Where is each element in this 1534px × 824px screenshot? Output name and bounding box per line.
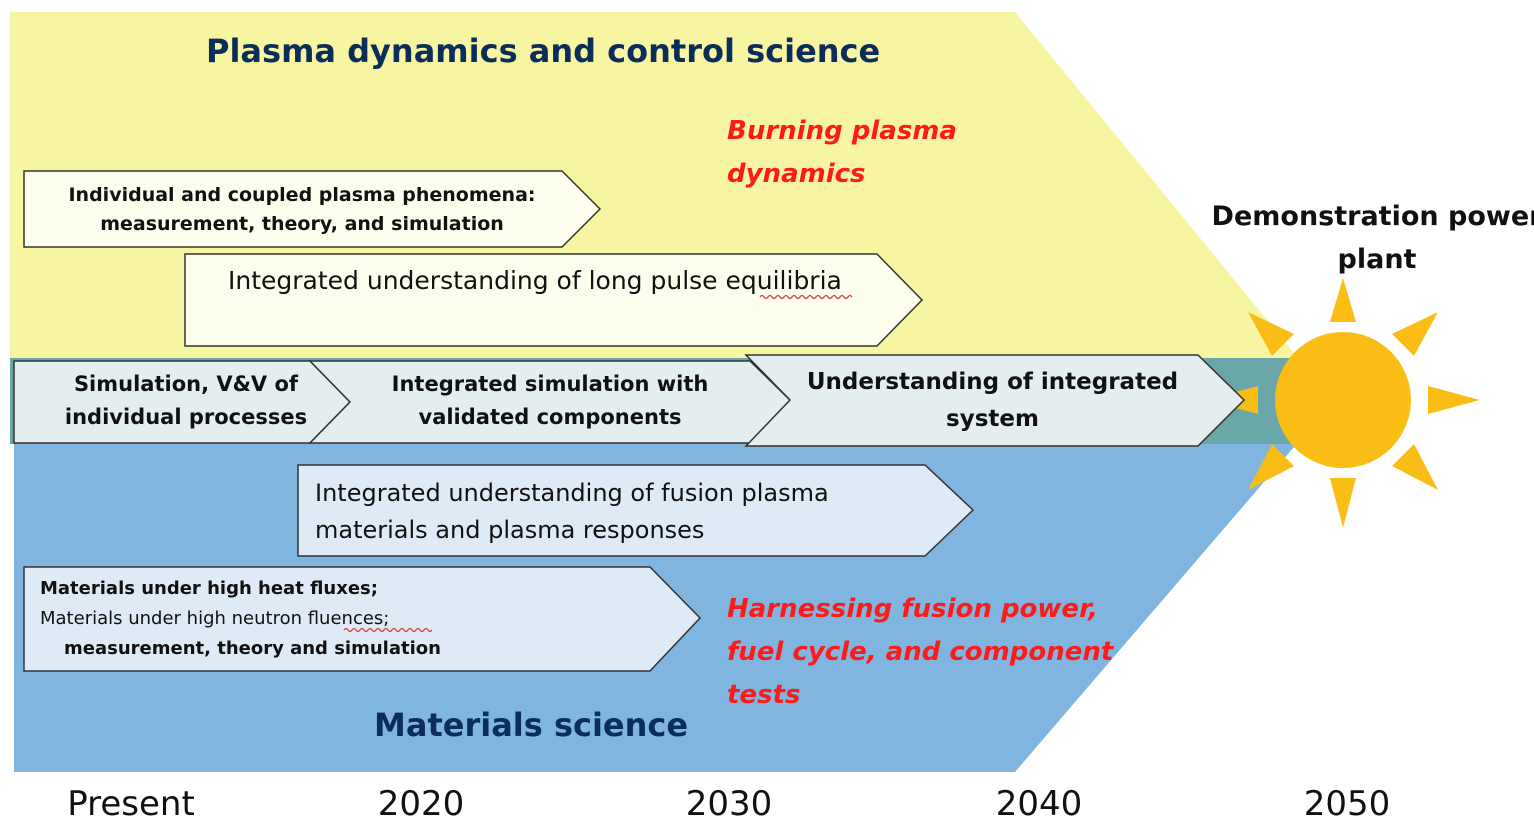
harnessing-label: Harnessing fusion power, fuel cycle, and… bbox=[727, 594, 1114, 710]
timeline-label-2050: 2050 bbox=[1303, 784, 1391, 824]
timeline-label-present: Present bbox=[67, 784, 195, 824]
spellcheck-underline bbox=[343, 627, 433, 633]
fusion-materials-text: Integrated understanding of fusion plasm… bbox=[315, 479, 829, 544]
understanding-system-text: Understanding of integrated system bbox=[806, 369, 1179, 432]
timeline-label-2020: 2020 bbox=[377, 784, 465, 824]
simulation-vv-text: Simulation, V&V of individual processes bbox=[64, 372, 308, 429]
timeline-label-2040: 2040 bbox=[995, 784, 1083, 824]
arrow-materials-fluxes bbox=[23, 566, 702, 672]
materials-section-title: Materials science bbox=[374, 706, 689, 744]
arrow-individual-phenomena bbox=[23, 170, 602, 248]
individual-phenomena-text: Individual and coupled plasma phenomena:… bbox=[68, 184, 536, 235]
arrow-fusion-materials bbox=[297, 464, 975, 557]
integrated-simulation-text: Integrated simulation with validated com… bbox=[391, 372, 709, 429]
timeline-label-2030: 2030 bbox=[685, 784, 773, 824]
long-pulse-text: Integrated understanding of long pulse e… bbox=[228, 266, 842, 295]
demonstration-plant-label: Demonstration power plant bbox=[1211, 201, 1534, 275]
materials-fluxes-text: Materials under high heat fluxes; Materi… bbox=[40, 578, 441, 659]
arrow-long-pulse bbox=[184, 253, 924, 347]
plasma-section-title: Plasma dynamics and control science bbox=[206, 32, 881, 70]
burning-plasma-label: Burning plasma dynamics bbox=[727, 116, 957, 189]
arrow-understanding-system bbox=[744, 354, 1246, 447]
spellcheck-underline bbox=[759, 294, 853, 300]
